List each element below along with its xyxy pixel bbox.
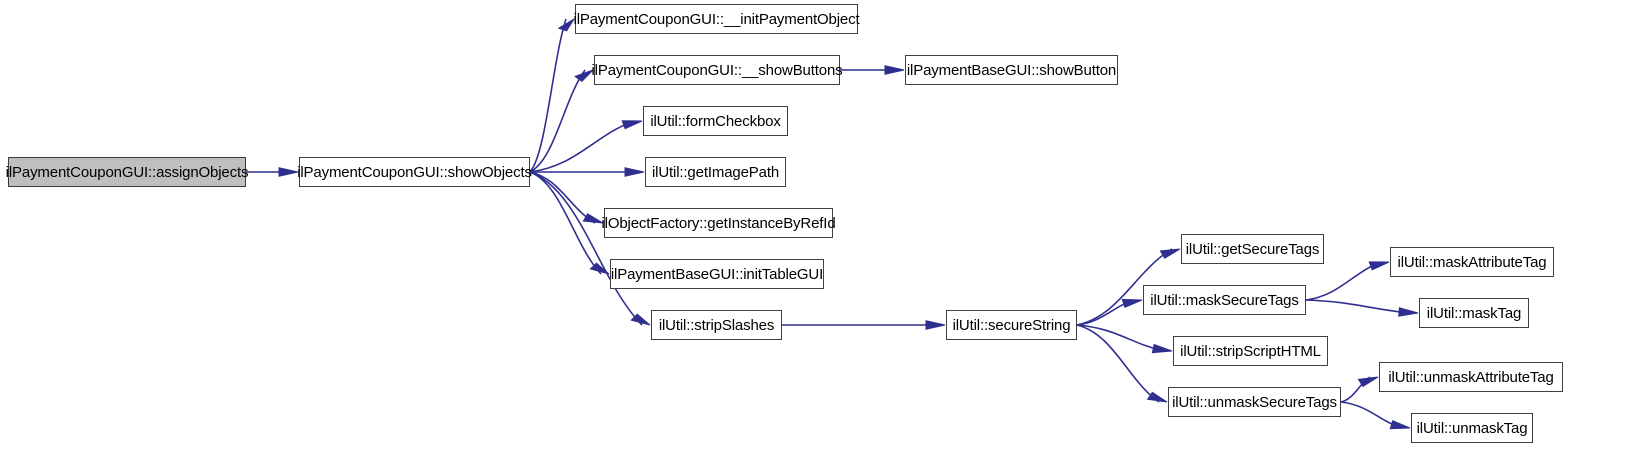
graph-node-getSecureTags[interactable]: ilUtil::getSecureTags [1181,234,1324,264]
graph-edge-showObjects-to-formCheckbox [529,120,635,173]
graph-edge-showObjects-to-stripSlashes [529,171,643,326]
graph-node-label: ilUtil::maskTag [1426,304,1522,322]
graph-edge-arrowhead [621,120,643,130]
graph-edge-unmaskSecureTags-to-unmaskTag [1340,401,1403,429]
graph-node-label: ilUtil::stripSlashes [658,316,775,334]
graph-node-initTableGUI[interactable]: ilPaymentBaseGUI::initTableGUI [610,259,824,289]
graph-edge-showObjects-to-initTableGUI [529,171,602,275]
graph-edge-arrowhead [1121,298,1143,309]
graph-edge-arrowhead [1151,343,1173,354]
graph-node-unmaskTag[interactable]: ilUtil::unmaskTag [1411,413,1533,443]
graph-edge-arrowhead [925,320,946,330]
graph-node-label: ilUtil::unmaskSecureTags [1172,393,1337,411]
graph-edge-arrowhead [1357,376,1379,388]
graph-node-stripScriptHTML[interactable]: ilUtil::stripScriptHTML [1173,336,1328,366]
graph-node-getInstanceByRefId[interactable]: ilObjectFactory::getInstanceByRefId [601,208,836,238]
graph-node-label: ilPaymentCouponGUI::assignObjects [5,163,249,181]
graph-node-label: ilUtil::maskAttributeTag [1397,253,1547,271]
graph-node-label: ilPaymentCouponGUI::__initPaymentObject [573,10,860,28]
graph-edge-showObjects-to-showButtons [529,69,586,173]
graph-node-maskSecureTags[interactable]: ilUtil::maskSecureTags [1143,285,1306,315]
graph-node-unmaskAttributeTag[interactable]: ilUtil::unmaskAttributeTag [1379,362,1563,392]
graph-node-formCheckbox[interactable]: ilUtil::formCheckbox [643,106,788,136]
graph-edge-arrowhead [1398,307,1419,317]
graph-node-showObjects[interactable]: ilPaymentCouponGUI::showObjects [297,157,532,187]
graph-node-secureString[interactable]: ilUtil::secureString [946,310,1077,340]
graph-node-label: ilUtil::unmaskTag [1416,419,1528,437]
graph-node-showButton[interactable]: ilPaymentBaseGUI::showButton [905,55,1118,85]
graph-node-label: ilPaymentBaseGUI::showButton [906,61,1117,79]
graph-edge-secureString-to-stripScriptHTML [1076,324,1165,352]
graph-edge-maskSecureTags-to-maskAttributeTag [1305,261,1382,301]
graph-edge-showObjects-to-initPaymentObject [529,18,567,173]
graph-node-label: ilUtil::getSecureTags [1185,240,1320,258]
graph-node-label: ilUtil::maskSecureTags [1150,291,1299,309]
graph-node-showButtons[interactable]: ilPaymentCouponGUI::__showButtons [591,55,843,85]
graph-edge-secureString-to-maskSecureTags [1076,299,1135,326]
graph-node-unmaskSecureTags[interactable]: ilUtil::unmaskSecureTags [1168,387,1341,417]
graph-edge-arrowhead [1368,261,1390,271]
graph-node-stripSlashes[interactable]: ilUtil::stripSlashes [651,310,782,340]
graph-node-label: ilUtil::formCheckbox [650,112,781,130]
graph-edge-maskSecureTags-to-maskTag [1305,299,1411,314]
graph-node-label: ilPaymentCouponGUI::__showButtons [591,61,843,79]
graph-node-assignObjects[interactable]: ilPaymentCouponGUI::assignObjects [6,157,248,187]
graph-node-label: ilUtil::stripScriptHTML [1180,342,1321,360]
graph-node-maskAttributeTag[interactable]: ilUtil::maskAttributeTag [1390,247,1554,277]
graph-node-label: ilPaymentBaseGUI::initTableGUI [610,265,824,283]
graph-node-label: ilUtil::secureString [952,316,1071,334]
graph-edge-showObjects-to-getInstanceByRefId [529,171,596,224]
graph-edge-arrowhead [624,167,645,177]
graph-node-label: ilUtil::unmaskAttributeTag [1388,368,1554,386]
graph-edge-secureString-to-unmaskSecureTags [1076,324,1160,403]
graph-node-getImagePath[interactable]: ilUtil::getImagePath [645,157,786,187]
graph-edge-arrowhead [630,313,651,326]
graph-node-maskTag[interactable]: ilUtil::maskTag [1419,298,1529,328]
graph-node-label: ilUtil::getImagePath [651,163,780,181]
graph-node-label: ilPaymentCouponGUI::showObjects [297,163,532,181]
graph-node-label: ilObjectFactory::getInstanceByRefId [601,214,836,232]
graph-node-initPaymentObject[interactable]: ilPaymentCouponGUI::__initPaymentObject [574,4,860,34]
